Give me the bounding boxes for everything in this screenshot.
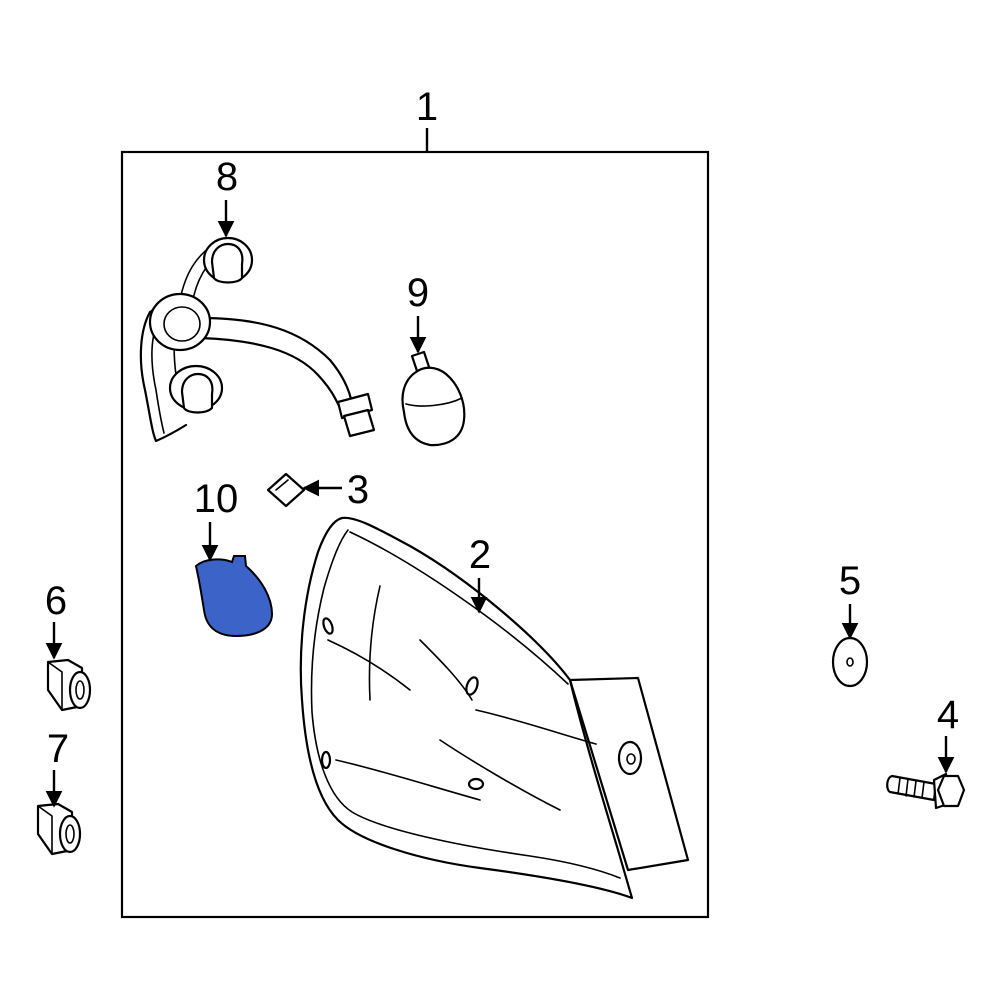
- callout-10-label: 10: [194, 477, 239, 521]
- bulb-10-shape: [194, 555, 274, 638]
- washer-part-5: [831, 636, 869, 688]
- callout-6[interactable]: 6: [45, 579, 67, 660]
- callout-7[interactable]: 7: [45, 727, 69, 808]
- callout-5-label: 5: [839, 559, 861, 603]
- bulb-part-10-highlighted[interactable]: [194, 555, 274, 638]
- bulb-part-9: [401, 350, 466, 447]
- callout-10[interactable]: 10: [194, 477, 239, 562]
- callout-3-label: 3: [347, 468, 369, 512]
- bolt-part-4: [886, 772, 966, 810]
- callout-9-label: 9: [407, 271, 429, 315]
- clip-part-3: [266, 472, 306, 508]
- clip-part-6: [46, 658, 92, 712]
- clip-part-7: [36, 802, 82, 856]
- lamp-housing-part-2: [299, 516, 690, 900]
- callout-4-label: 4: [937, 693, 959, 737]
- callout-1-label: 1: [416, 85, 438, 129]
- callout-8-label: 8: [216, 155, 238, 199]
- bulb-socket-harness: [139, 236, 376, 443]
- callout-2-label: 2: [469, 533, 491, 577]
- callout-1[interactable]: 1: [416, 85, 438, 152]
- assembly-frame: [120, 150, 710, 919]
- callout-4[interactable]: 4: [937, 693, 959, 774]
- callout-3[interactable]: 3: [302, 468, 369, 512]
- callout-9[interactable]: 9: [407, 271, 429, 354]
- callout-6-label: 6: [45, 579, 67, 623]
- callout-7-label: 7: [47, 727, 69, 771]
- callout-2[interactable]: 2: [469, 533, 491, 614]
- callout-5[interactable]: 5: [839, 559, 861, 640]
- callout-8[interactable]: 8: [216, 155, 238, 238]
